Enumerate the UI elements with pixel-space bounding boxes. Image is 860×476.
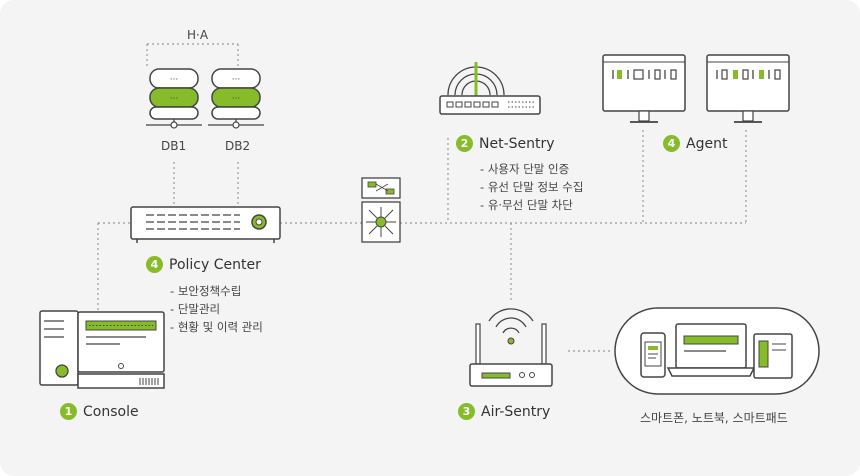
svg-text:···: ··· [232, 94, 241, 104]
ha-label: H·A [187, 28, 209, 42]
net-sentry-label: Net-Sentry [479, 135, 555, 152]
policy-center-label: Policy Center [169, 256, 261, 273]
list-item: 유선 단말 정보 수집 [480, 178, 584, 196]
net-sentry-device-icon [439, 62, 541, 115]
mobile-devices-icon [614, 307, 820, 395]
devices-label: 스마트폰, 노트북, 스마트패드 [640, 411, 788, 425]
net-sentry-number-badge: 2 [456, 135, 473, 152]
agent-title: 4 Agent [663, 135, 727, 152]
air-sentry-number-badge: 3 [458, 403, 475, 420]
svg-text:···: ··· [232, 75, 241, 85]
policy-center-server-icon [130, 206, 281, 243]
list-item: 보안정책수립 [170, 282, 263, 300]
db1-label: DB1 [161, 139, 187, 153]
console-title: 1 Console [60, 403, 139, 420]
list-item: 유·무선 단말 차단 [480, 196, 583, 214]
agent-number-badge: 4 [663, 135, 680, 152]
console-label: Console [83, 403, 139, 420]
list-item: 사용자 단말 인증 [480, 160, 583, 178]
net-sentry-feature-list: 사용자 단말 인증 유선 단말 정보 수집 유·무선 단말 차단 [480, 160, 584, 214]
database-db2-icon: ··· ··· [208, 68, 264, 129]
console-number-badge: 1 [60, 403, 77, 420]
policy-center-feature-list: 보안정책수립 단말관리 현황 및 이력 관리 [170, 282, 263, 336]
db2-label: DB2 [225, 139, 251, 153]
console-pc-icon [39, 310, 165, 389]
agent-monitor-1-icon [602, 54, 686, 123]
air-sentry-label: Air-Sentry [481, 403, 551, 420]
list-item: 단말관리 [170, 300, 263, 318]
air-sentry-title: 3 Air-Sentry [458, 403, 550, 420]
net-sentry-title: 2 Net-Sentry [456, 135, 555, 152]
air-sentry-ap-icon [469, 308, 553, 387]
agent-monitor-2-icon [706, 54, 790, 123]
svg-text:···: ··· [170, 94, 179, 104]
connection-lines [97, 43, 747, 352]
svg-text:···: ··· [170, 75, 179, 85]
agent-label: Agent [686, 135, 728, 152]
database-db1-icon: ··· ··· [146, 68, 202, 129]
list-item: 현황 및 이력 관리 [170, 318, 263, 336]
policy-center-title: 4 Policy Center [146, 256, 261, 273]
policy-center-number-badge: 4 [146, 256, 163, 273]
network-switch-icon [361, 177, 401, 243]
